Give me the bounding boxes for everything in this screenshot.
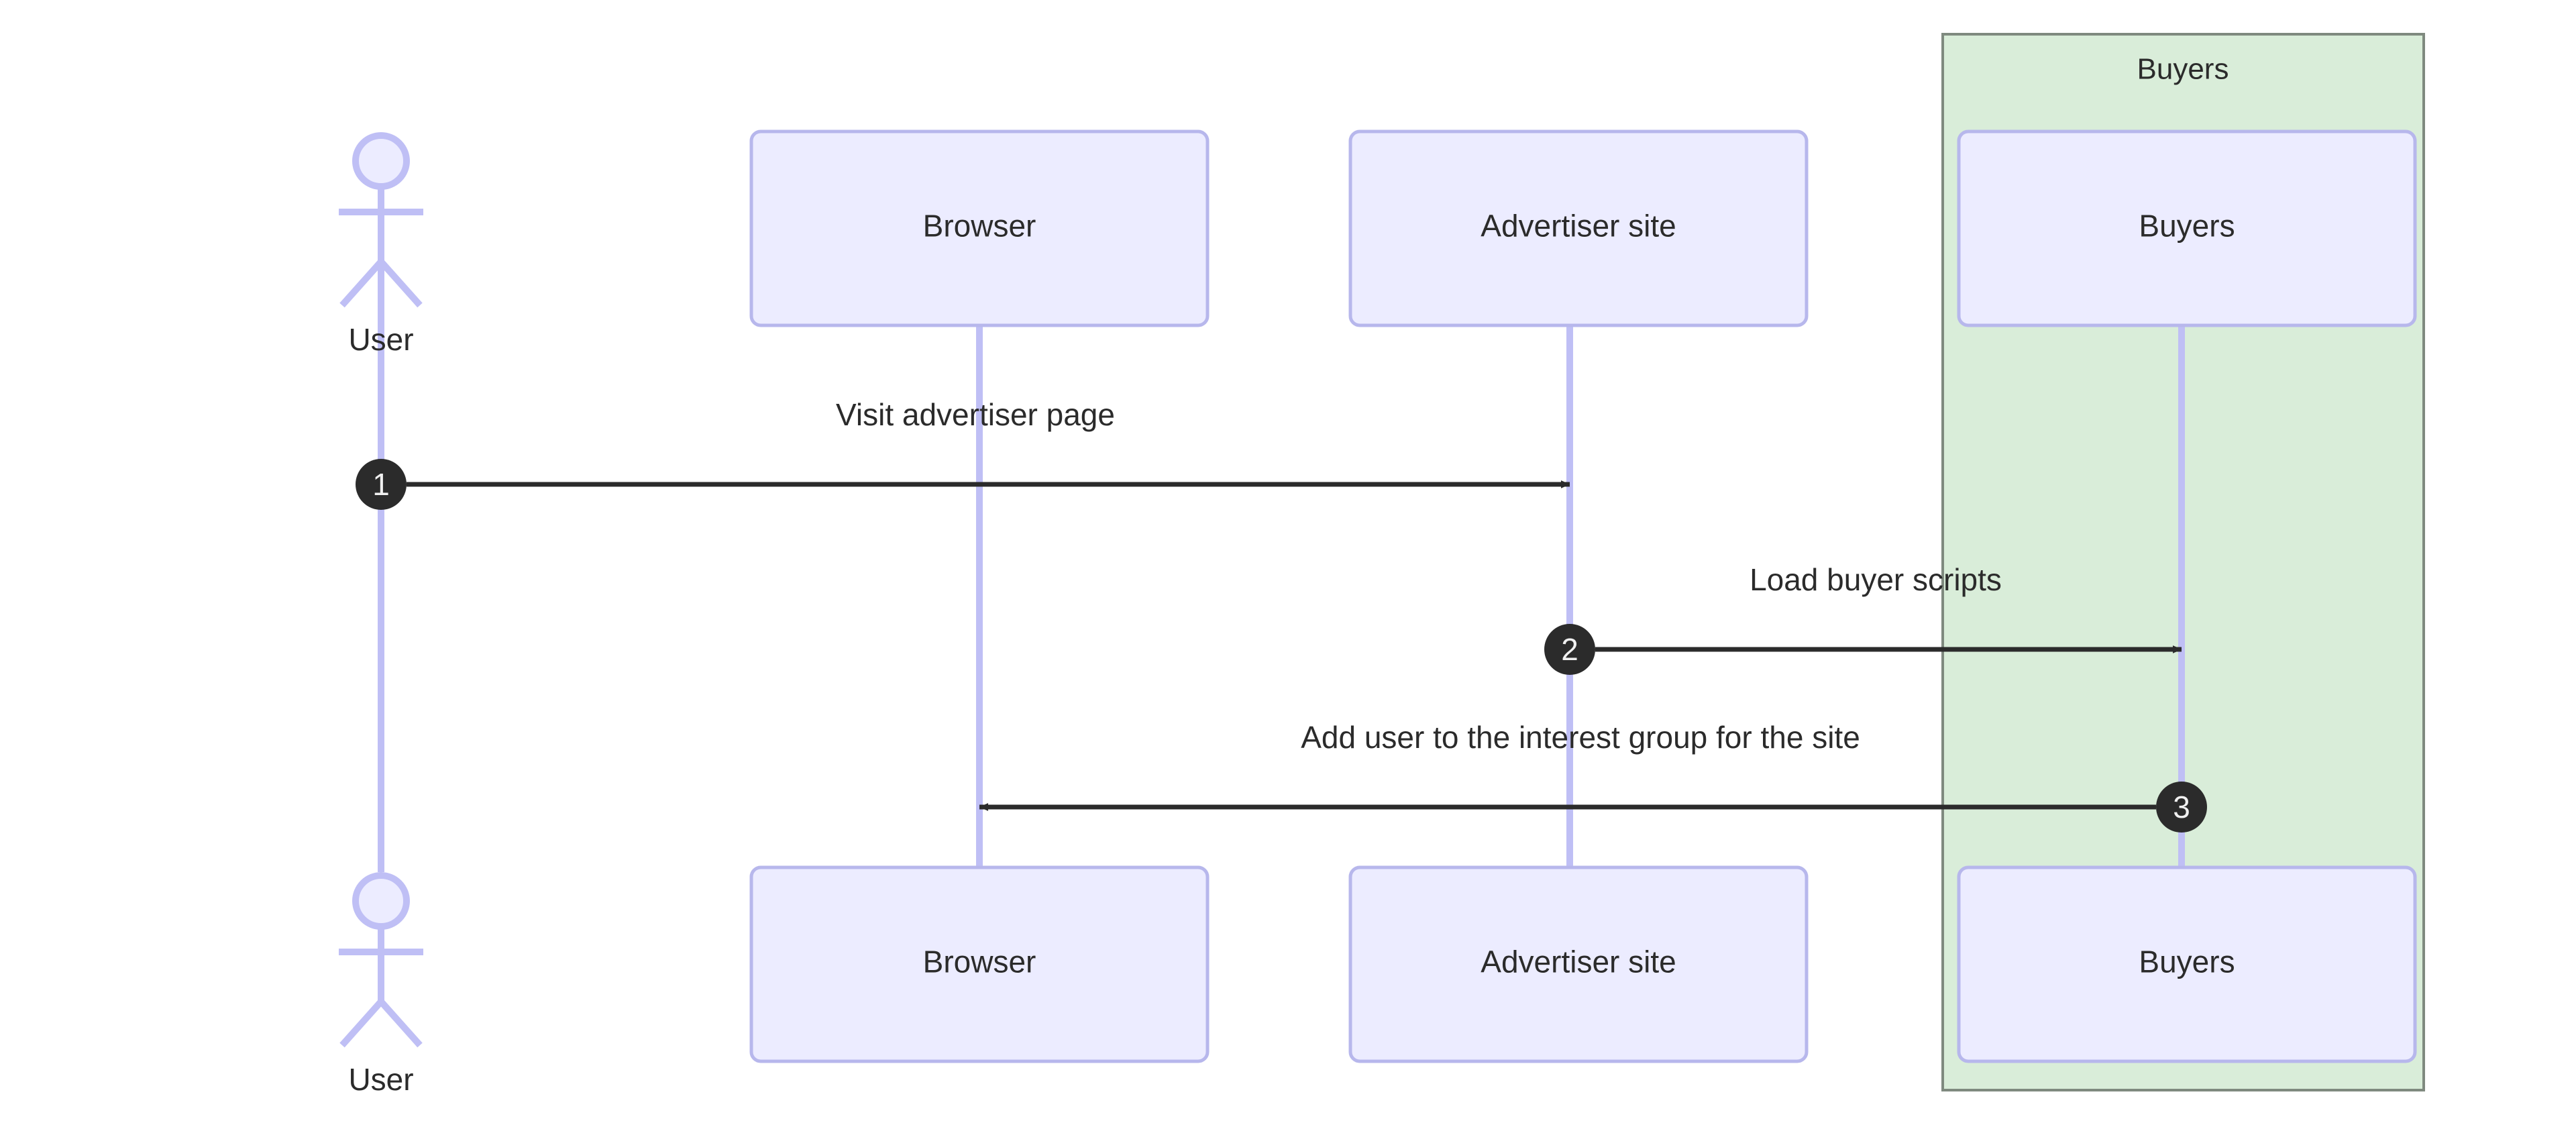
sequence-badge-2[interactable]: 2 (1544, 624, 1595, 675)
sequence-badge-number: 2 (1561, 632, 1578, 667)
participant-label-browser-bottom: Browser (923, 945, 1036, 979)
participant-buyers-top[interactable]: Buyers (1957, 129, 2417, 327)
actor-figure-user-top (339, 132, 423, 308)
actor-leg-left (339, 999, 384, 1048)
sequence-badge-circle[interactable] (1544, 624, 1595, 675)
participant-box[interactable] (1348, 129, 1809, 327)
participant-box[interactable] (1957, 129, 2417, 327)
participant-label-buyers-top: Buyers (2139, 209, 2235, 244)
actor-leg-left (339, 259, 384, 308)
message-label-2: Load buyer scripts (1750, 562, 2002, 597)
participant-box[interactable] (1348, 865, 1809, 1063)
sequence-badge-number: 1 (372, 467, 390, 502)
participant-label-buyers-bottom: Buyers (2139, 945, 2235, 979)
message-1[interactable]: Visit advertiser page 1 (356, 397, 1570, 510)
sequence-badge-circle[interactable] (2156, 782, 2207, 833)
message-2[interactable]: Load buyer scripts 2 (1544, 562, 2182, 675)
group-label-buyers: Buyers (2137, 53, 2229, 86)
participant-label-advertiser-site-top: Advertiser site (1481, 209, 1676, 244)
message-label-3: Add user to the interest group for the s… (1301, 720, 1860, 755)
actor-label-user-bottom: User (348, 1062, 413, 1097)
actor-figure-user-bottom (339, 872, 423, 1048)
participant-buyers-bottom[interactable]: Buyers (1957, 865, 2417, 1063)
participant-box[interactable] (749, 129, 1210, 327)
sequence-badge-1[interactable]: 1 (356, 459, 407, 510)
sequence-badge-circle[interactable] (356, 459, 407, 510)
participant-advertiser-site-top[interactable]: Advertiser site (1348, 129, 1809, 327)
actor-label-user-top: User (348, 322, 413, 357)
sequence-badge-3[interactable]: 3 (2156, 782, 2207, 833)
sequence-badge-number: 3 (2173, 790, 2190, 824)
participant-label-advertiser-site-bottom: Advertiser site (1481, 945, 1676, 979)
participant-box[interactable] (1957, 865, 2417, 1063)
participant-browser-top[interactable]: Browser (749, 129, 1210, 327)
actor-head (352, 132, 410, 190)
message-3[interactable]: Add user to the interest group for the s… (979, 720, 2207, 833)
participant-label-browser-top: Browser (923, 209, 1036, 244)
actor-leg-right (378, 999, 423, 1048)
message-label-1: Visit advertiser page (836, 397, 1115, 432)
actor-head (352, 872, 410, 930)
participant-box[interactable] (749, 865, 1210, 1063)
participant-browser-bottom[interactable]: Browser (749, 865, 1210, 1063)
actor-leg-right (378, 259, 423, 308)
participant-advertiser-site-bottom[interactable]: Advertiser site (1348, 865, 1809, 1063)
lifelines-layer (378, 255, 2185, 872)
